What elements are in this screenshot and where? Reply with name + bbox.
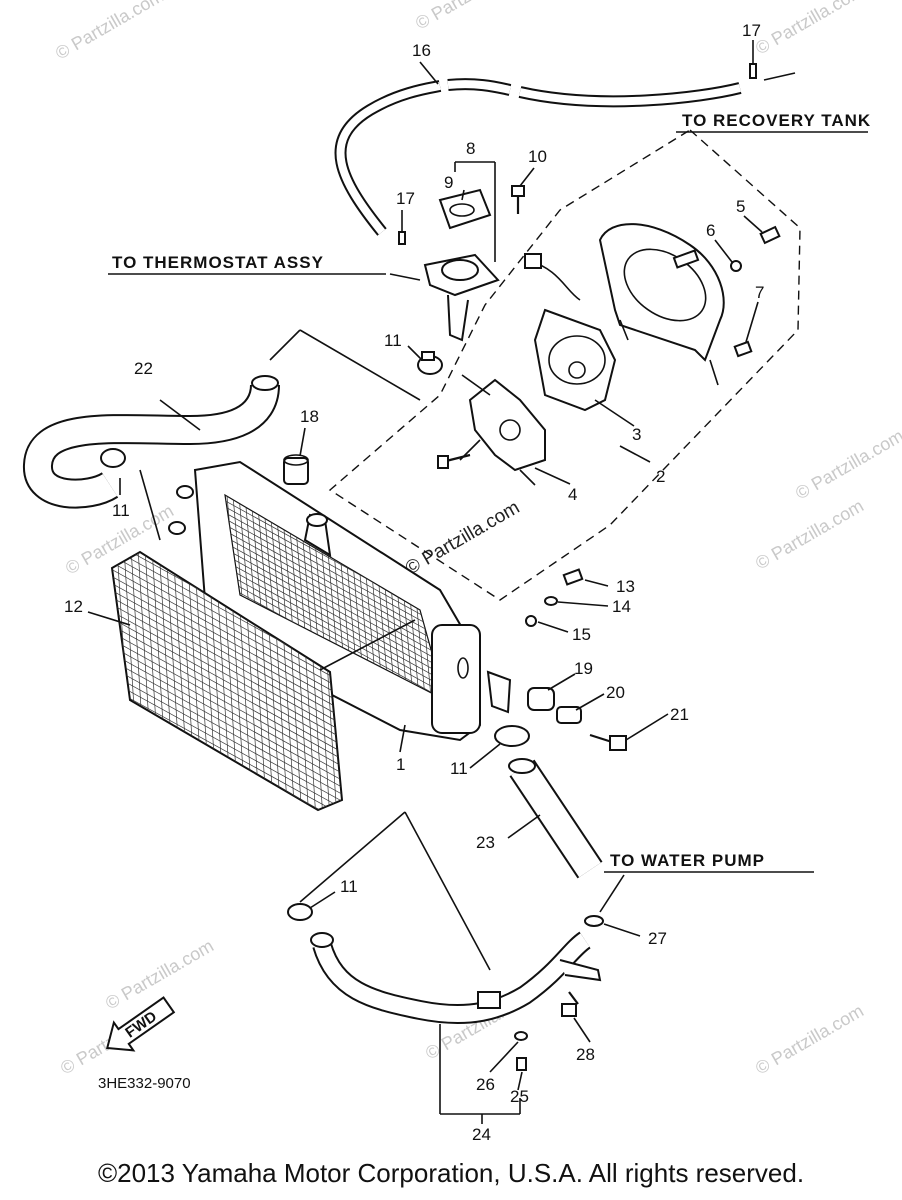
grommet-collar-bolt [527,687,627,751]
callout-13: 13 [616,577,635,596]
callout-15: 15 [572,625,591,644]
callout-8: 8 [466,139,475,158]
mounting-hardware [525,568,584,627]
watermark: © Partzilla.com [752,0,867,58]
callout-21: 21 [670,705,689,724]
watermark: © Partzilla.com [412,0,527,33]
callout-24: 24 [472,1125,491,1144]
callout-numbers: 16 17 17 8 9 10 5 6 7 11 22 3 18 2 4 11 … [64,21,764,1144]
fan-blade [437,374,546,486]
hose-clip [398,210,406,245]
callout-9: 9 [444,173,453,192]
watermark: © Partzilla.com [52,0,167,63]
center-watermark: © Partzilla.com [402,497,523,579]
lower-radiator-hose [508,758,603,879]
callout-20: 20 [606,683,625,702]
hose-clamp [417,351,443,375]
callout-11: 11 [384,331,402,350]
upper-radiator-hose [23,375,280,509]
radiator-cap [283,454,309,485]
fan-assembly-outline [328,129,801,601]
callout-28: 28 [576,1045,595,1064]
water-pipe [287,903,604,1025]
callout-23: 23 [476,833,495,852]
bolt [511,185,525,214]
callout-27: 27 [648,929,667,948]
callout-17: 17 [396,189,415,208]
callout-11: 11 [112,501,130,520]
fan-bolts [730,225,781,358]
callout-11: 11 [450,759,468,778]
callout-2: 2 [656,467,665,486]
hose-clamp [100,448,126,468]
callout-22: 22 [134,359,153,378]
hose-clamp [494,725,530,747]
fan-motor [524,253,617,412]
callout-11: 11 [340,877,358,896]
watermark: © Partzilla.com [752,1000,867,1078]
callout-25: 25 [510,1087,529,1106]
callout-26: 26 [476,1075,495,1094]
callout-14: 14 [612,597,631,616]
overflow-hose [334,78,742,236]
callout-6: 6 [706,221,715,240]
callout-12: 12 [64,597,83,616]
to-recovery-tank-label: TO RECOVERY TANK [682,111,871,130]
bolt [561,991,579,1017]
watermark: © Partzilla.com [752,495,867,573]
callout-5: 5 [736,197,745,216]
callout-4: 4 [568,485,577,504]
filler-neck-assembly [423,188,500,342]
diagram-code: 3HE332-9070 [98,1075,191,1092]
hose-clip [749,40,796,81]
forward-arrow-icon: FWD [105,996,176,1052]
callout-1: 1 [396,755,405,774]
callout-10: 10 [528,147,547,166]
callout-19: 19 [574,659,593,678]
callout-18: 18 [300,407,319,426]
copyright-footer: ©2013 Yamaha Motor Corporation, U.S.A. A… [97,1158,805,1188]
callout-17: 17 [742,21,761,40]
callout-16: 16 [412,41,431,60]
to-thermostat-assy-label: TO THERMOSTAT ASSY [112,253,324,272]
callout-3: 3 [632,425,641,444]
drain-bolt-and-washer [514,1031,528,1071]
leader-lines [87,61,763,1124]
to-water-pump-label: TO WATER PUMP [610,851,765,870]
fan-shroud [598,223,725,386]
callout-7: 7 [755,283,764,302]
watermark: © Partzilla.com [792,425,902,503]
